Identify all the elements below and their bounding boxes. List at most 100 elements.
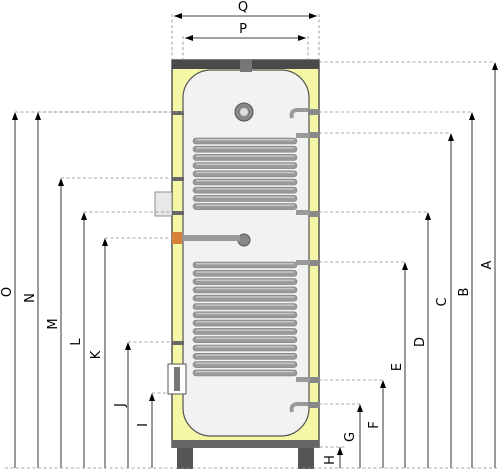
upper-coil-turn bbox=[192, 170, 298, 178]
lower-coil-turn bbox=[192, 344, 298, 352]
upper-coil-highlight bbox=[196, 204, 294, 207]
left-nozzle-4 bbox=[172, 341, 184, 345]
dimension-lines bbox=[5, 13, 498, 469]
upper-coil-inlet bbox=[296, 133, 310, 138]
lower-coil-outlet bbox=[296, 377, 310, 382]
label-O: O bbox=[0, 287, 15, 297]
upper-hook-pipe bbox=[289, 108, 308, 119]
upper-port-inner bbox=[240, 108, 248, 116]
upper-coil-turn bbox=[192, 178, 298, 186]
lower-coil-turn bbox=[192, 303, 298, 310]
upper-coil-turn bbox=[192, 203, 298, 210]
lower-coil-highlight bbox=[196, 370, 294, 373]
dim-I-arrow bbox=[149, 393, 155, 401]
lower-coil-turn bbox=[192, 352, 298, 360]
label-P: P bbox=[239, 22, 247, 37]
heat-exchanger-coils bbox=[192, 133, 310, 382]
right-leg bbox=[298, 446, 314, 469]
lower-coil-highlight bbox=[196, 279, 294, 282]
upper-coil-highlight bbox=[196, 163, 294, 166]
label-G: G bbox=[343, 432, 358, 442]
lower-coil-turn bbox=[192, 319, 298, 327]
label-B: B bbox=[457, 288, 472, 297]
upper-coil-highlight bbox=[196, 188, 294, 190]
lower-coil-turn bbox=[192, 311, 298, 319]
lower-coil-highlight bbox=[196, 362, 294, 365]
label-F: F bbox=[367, 421, 382, 428]
label-L: L bbox=[69, 338, 84, 346]
lower-coil-highlight bbox=[196, 263, 294, 265]
lower-coil-turn bbox=[192, 294, 298, 302]
top-connection bbox=[240, 60, 252, 72]
left-nozzle-1 bbox=[172, 111, 184, 115]
dim-D-arrow bbox=[425, 212, 431, 220]
dim-F-arrow bbox=[380, 380, 386, 388]
dim-G-arrow bbox=[357, 404, 363, 412]
dim-E-arrow bbox=[402, 262, 408, 270]
dim-B-arrow bbox=[469, 112, 475, 120]
dim-K-arrow bbox=[102, 238, 108, 246]
upper-coil-highlight bbox=[196, 155, 294, 157]
right-nozzle-6 bbox=[308, 402, 320, 408]
upper-coil-highlight bbox=[196, 139, 294, 141]
lower-coil-turn bbox=[192, 336, 298, 344]
lower-hook-pipe bbox=[289, 402, 308, 413]
dim-A-arrow bbox=[492, 62, 498, 70]
right-nozzle-5 bbox=[308, 377, 320, 383]
upper-coil-turn bbox=[192, 137, 298, 145]
lower-coil-turn bbox=[192, 269, 298, 277]
lower-coil-inlet bbox=[296, 260, 310, 265]
inner-tank bbox=[182, 69, 310, 437]
upper-coil-turn bbox=[192, 186, 298, 194]
lower-coil-turn bbox=[192, 286, 298, 294]
lower-coil-highlight bbox=[196, 329, 294, 331]
sensor-rod bbox=[172, 235, 240, 241]
label-Q: Q bbox=[238, 0, 248, 15]
dim-P-arrow-right bbox=[298, 35, 306, 41]
dim-P-arrow-left bbox=[185, 35, 193, 41]
label-I: I bbox=[136, 423, 151, 427]
lower-coil-highlight bbox=[196, 312, 294, 315]
label-D: D bbox=[413, 337, 428, 347]
sensor-head bbox=[172, 232, 182, 244]
dim-M-arrow bbox=[58, 178, 64, 186]
lower-flange-bar bbox=[174, 367, 180, 391]
upper-coil-highlight bbox=[196, 147, 294, 149]
lower-coil-highlight bbox=[196, 337, 294, 340]
lower-coil-highlight bbox=[196, 346, 294, 348]
dim-Q-arrow-left bbox=[174, 13, 182, 19]
right-nozzle-3 bbox=[308, 211, 320, 217]
label-C: C bbox=[435, 297, 450, 306]
upper-coil-highlight bbox=[196, 196, 294, 198]
right-nozzle-1 bbox=[308, 109, 320, 115]
upper-coil-highlight bbox=[196, 180, 294, 182]
upper-coil-outlet bbox=[296, 210, 310, 215]
upper-coil-turn bbox=[192, 145, 298, 153]
lower-coil-highlight bbox=[196, 287, 294, 290]
label-A: A bbox=[480, 260, 495, 269]
label-H: H bbox=[323, 455, 338, 465]
upper-coil-turn bbox=[192, 162, 298, 169]
lower-coil-turn bbox=[192, 278, 298, 285]
lower-coil-highlight bbox=[196, 271, 294, 273]
right-nozzle-2 bbox=[308, 132, 320, 138]
bottom-base bbox=[172, 440, 319, 448]
lower-coil-turn bbox=[192, 328, 298, 335]
lower-coil-highlight bbox=[196, 296, 294, 298]
upper-coil-highlight bbox=[196, 171, 294, 174]
lower-coil-highlight bbox=[196, 354, 294, 356]
dim-O-arrow bbox=[12, 112, 18, 120]
label-E: E bbox=[390, 363, 405, 371]
lower-coil-highlight bbox=[196, 321, 294, 323]
left-nozzle-2 bbox=[172, 177, 184, 181]
right-nozzle-4 bbox=[308, 260, 320, 266]
dim-L-arrow bbox=[81, 212, 87, 220]
lower-coil-turn bbox=[192, 261, 298, 269]
dim-C-arrow bbox=[448, 133, 454, 141]
dim-N-arrow bbox=[35, 112, 41, 120]
lower-coil-turn bbox=[192, 369, 298, 377]
label-M: M bbox=[46, 318, 61, 329]
left-nozzle-3 bbox=[172, 211, 184, 215]
